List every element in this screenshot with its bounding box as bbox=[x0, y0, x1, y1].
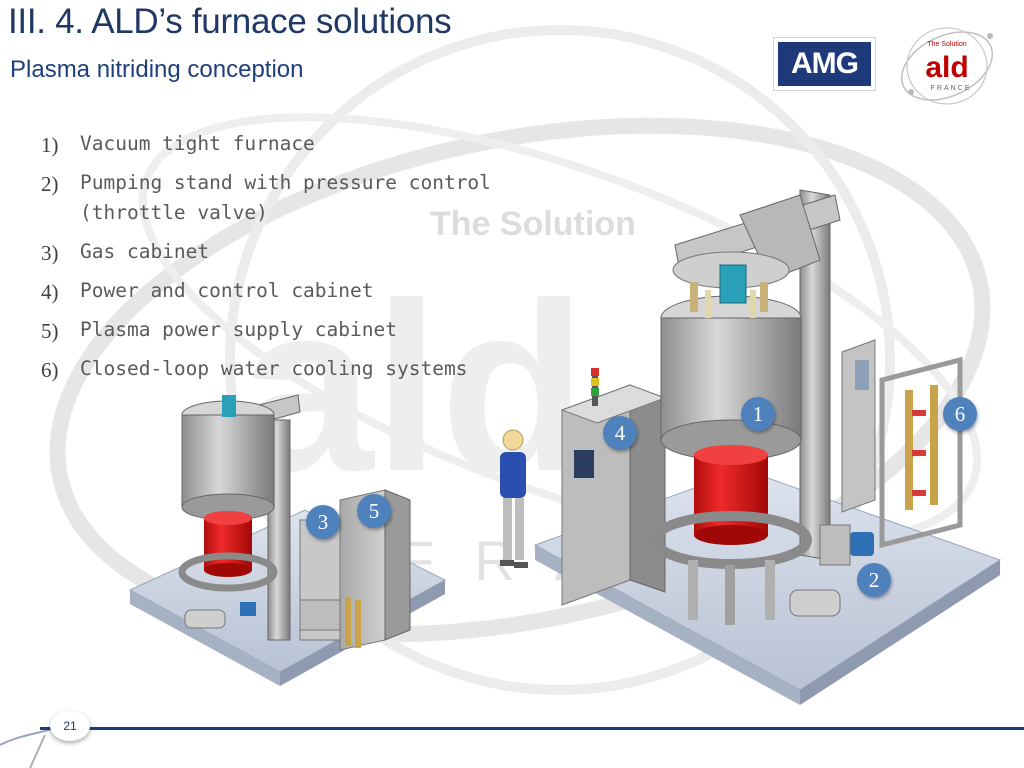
ald-logo-text: ald bbox=[925, 51, 968, 84]
list-item-label: Gas cabinet bbox=[80, 240, 210, 263]
list-item-label: Pumping stand with pressure control bbox=[80, 171, 491, 194]
callout-badge-2: 2 bbox=[857, 563, 891, 597]
list-item: 6) Closed-loop water cooling systems bbox=[41, 354, 491, 384]
list-item-number: 1) bbox=[41, 133, 59, 157]
list-item-number: 2) bbox=[41, 172, 59, 196]
large-system bbox=[533, 189, 1002, 705]
small-system bbox=[128, 394, 447, 686]
ald-logo-tagline: The Solution bbox=[927, 41, 966, 48]
list-item: 5) Plasma power supply cabinet bbox=[41, 315, 491, 345]
list-item-label: Plasma power supply cabinet bbox=[80, 318, 397, 341]
page-number: 21 bbox=[50, 711, 90, 741]
amg-logo: AMG bbox=[773, 37, 876, 91]
list-item: 3) Gas cabinet bbox=[41, 237, 491, 267]
list-item-number: 5) bbox=[41, 319, 59, 343]
list-item-number: 6) bbox=[41, 358, 59, 382]
list-item-number: 4) bbox=[41, 280, 59, 304]
svg-text:ald: ald bbox=[240, 253, 587, 521]
component-list: 1) Vacuum tight furnace 2) Pumping stand w… bbox=[41, 129, 491, 393]
slide-title: III. 4. ALD’s furnace solutions bbox=[8, 2, 452, 41]
callout-badge-4: 4 bbox=[603, 416, 637, 450]
list-item: 1) Vacuum tight furnace bbox=[41, 129, 491, 159]
list-item-number: 3) bbox=[41, 241, 59, 265]
person-figure bbox=[500, 429, 528, 568]
watermark-tagline: The Solution bbox=[430, 205, 636, 243]
amg-logo-text: AMG bbox=[778, 42, 871, 86]
footer-rule bbox=[40, 727, 1024, 730]
list-item-continuation: (throttle valve) bbox=[80, 201, 268, 224]
callout-badge-1: 1 bbox=[741, 397, 775, 431]
callout-badge-3: 3 bbox=[306, 505, 340, 539]
ald-logo: The Solution ald FRANCE bbox=[895, 22, 1005, 108]
list-item-label: Closed-loop water cooling systems bbox=[80, 357, 468, 380]
callout-badge-5: 5 bbox=[357, 494, 391, 528]
list-item-label: Power and control cabinet bbox=[80, 279, 374, 302]
list-item: 2) Pumping stand with pressure control (th… bbox=[41, 168, 491, 228]
callout-badge-6: 6 bbox=[943, 397, 977, 431]
list-item-label: Vacuum tight furnace bbox=[80, 132, 315, 155]
ald-logo-country: FRANCE bbox=[931, 85, 972, 92]
list-item: 4) Power and control cabinet bbox=[41, 276, 491, 306]
slide-subtitle: Plasma nitriding conception bbox=[10, 56, 304, 83]
